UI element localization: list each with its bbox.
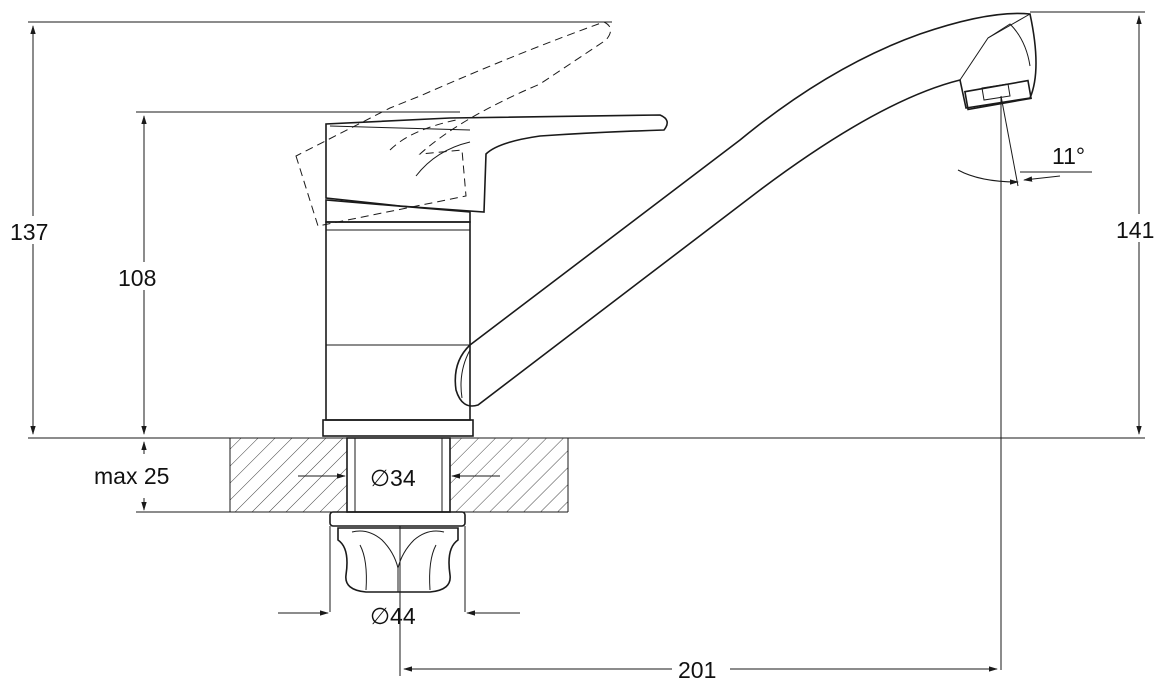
hole-diameter-label: ∅34 xyxy=(370,465,416,491)
height-spout-label: 141 xyxy=(1116,217,1154,243)
fixing-nut xyxy=(329,511,466,612)
spout-angle-dimension: 11° xyxy=(957,95,1092,670)
max-thickness-label: max 25 xyxy=(94,463,169,489)
handle-closed xyxy=(325,114,668,213)
dimension-201: 201 xyxy=(399,526,998,683)
dimension-diameter-44: ∅44 xyxy=(278,603,520,629)
height-handle-label: 137 xyxy=(10,219,48,245)
height-body-label: 108 xyxy=(118,265,156,291)
spout xyxy=(454,12,1037,407)
handle-open-dashed xyxy=(295,21,611,227)
faucet-body xyxy=(322,199,474,437)
countertop-section xyxy=(229,438,569,513)
dimension-141: 141 xyxy=(1030,11,1170,435)
spout-angle-label: 11° xyxy=(1052,143,1085,169)
reach-label: 201 xyxy=(678,657,716,683)
nut-diameter-label: ∅44 xyxy=(370,603,416,629)
dimension-max-25: max 25 xyxy=(94,441,230,513)
dimension-diameter-34: ∅34 xyxy=(298,462,500,491)
dimension-108: 108 xyxy=(112,111,460,435)
dimension-137: 137 xyxy=(4,21,612,435)
